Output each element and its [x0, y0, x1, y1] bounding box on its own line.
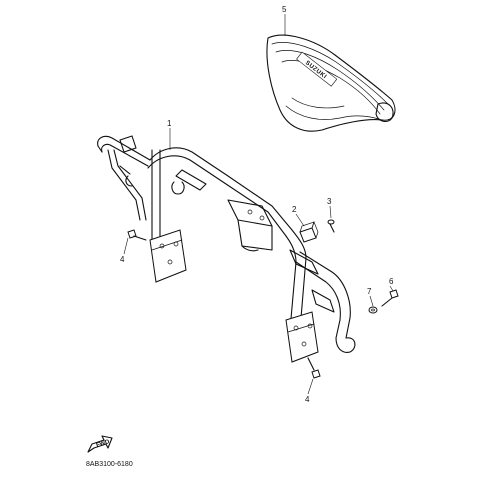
fwd-arrow: FWD [87, 435, 113, 453]
callout-4-left: 4 [120, 255, 125, 264]
callouts: 5 1 2 3 4 4 6 7 [120, 5, 394, 404]
seat-part: SUZUKI [266, 34, 396, 132]
callout-5: 5 [282, 5, 287, 14]
bolt-part-4-left [127, 229, 147, 241]
callout-1: 1 [167, 119, 172, 128]
callout-7: 7 [367, 287, 372, 296]
right-bracket [285, 311, 319, 363]
callout-3: 3 [327, 197, 332, 206]
diagram-code: 8AB3100-6180 [86, 461, 133, 468]
callout-6: 6 [389, 277, 394, 286]
damper-part [299, 220, 319, 243]
callout-2: 2 [292, 205, 297, 214]
frame-part [97, 135, 356, 353]
fwd-label: FWD [96, 439, 111, 449]
leader-lines [123, 14, 394, 395]
left-bracket [149, 229, 187, 283]
screw-part-3 [327, 219, 335, 233]
washer-part [368, 306, 378, 314]
callout-4-bottom: 4 [305, 395, 310, 404]
bolt-part-4-bottom [307, 357, 321, 379]
bolt-part-6 [381, 289, 399, 307]
